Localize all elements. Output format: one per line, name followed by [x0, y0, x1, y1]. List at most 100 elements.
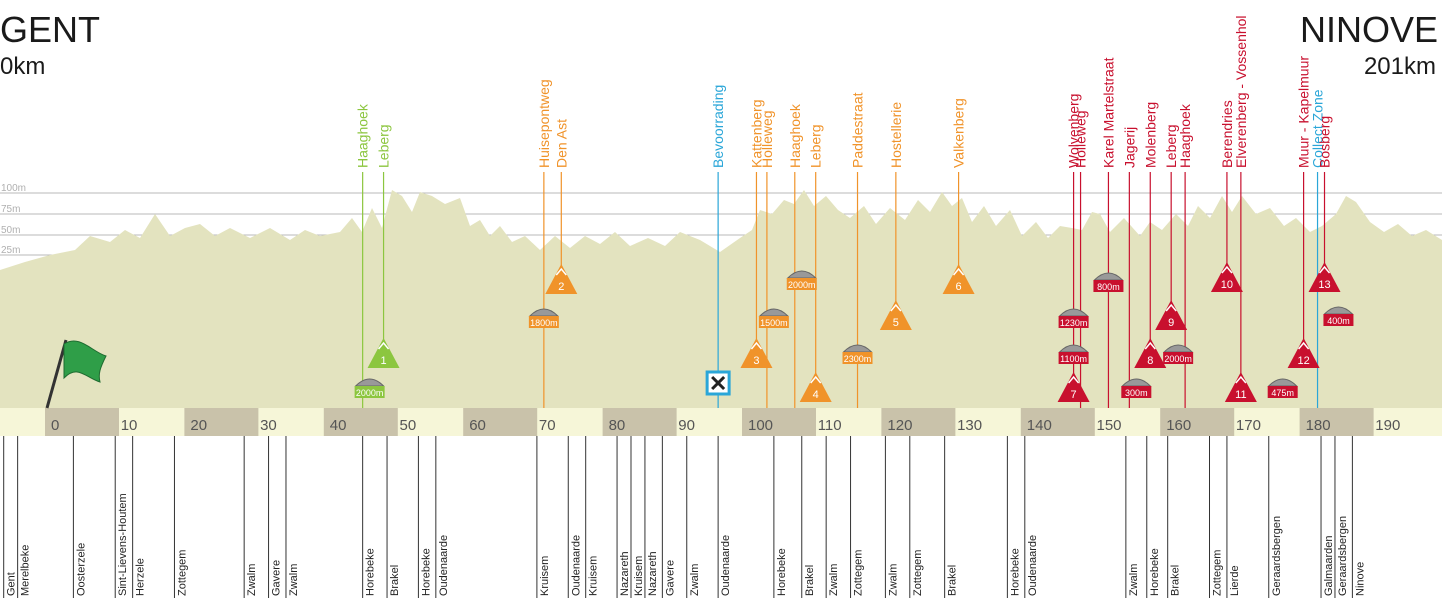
km-tick-label: 100 [748, 417, 773, 434]
cobbles-badge [528, 316, 559, 328]
town-name: Lierde [1229, 565, 1241, 596]
climb-name: Muur - Kapelmuur [1296, 56, 1312, 168]
climb-name: Kattenberg [748, 100, 764, 169]
climb-number: 12 [1297, 355, 1309, 367]
sector-name: Haaghoek [787, 103, 803, 168]
town-name: Galmaarden [1323, 535, 1335, 596]
start-distance: 0km [0, 53, 46, 80]
cobbles-icon [1093, 272, 1124, 281]
mountain-peak-icon [750, 341, 763, 350]
town-name: Brakel [947, 565, 959, 596]
km-tick-label: 30 [260, 417, 277, 434]
altitude-label: 50m [1, 225, 20, 236]
town-name: Oudenaarde [570, 535, 582, 596]
km-axis-shade [323, 408, 398, 436]
town-name: Kruisem [539, 556, 551, 596]
town-name: Gavere [271, 560, 283, 596]
climb-icon [1057, 372, 1090, 402]
cobbles-badge [1121, 386, 1152, 398]
town-name: Geraardsbergen [1271, 516, 1283, 596]
town-name: Nazareth [619, 551, 631, 596]
climb-number: 6 [956, 281, 962, 293]
cobbles-length: 2000m [356, 388, 384, 398]
mountain-peak-icon [1165, 303, 1177, 312]
cobbles-length: 1500m [760, 318, 788, 328]
km-axis-shade [45, 408, 119, 436]
cobbles-badge [1093, 280, 1124, 292]
town-name: Horebeke [1009, 548, 1021, 596]
climb-icon [1287, 338, 1320, 368]
sector-name: Haaghoek [1177, 103, 1193, 168]
town-name: Zwalm [828, 564, 840, 596]
town-name: Zwalm [887, 564, 899, 596]
cobbles-icon [1323, 306, 1354, 315]
km-tick-label: 50 [400, 417, 417, 434]
km-axis-shade [602, 408, 677, 436]
km-tick-label: 20 [190, 417, 207, 434]
climb-icon [545, 264, 578, 294]
climb-name: Leberg [376, 124, 392, 168]
km-axis-shade [184, 408, 259, 436]
mountain-peak-icon [890, 303, 902, 312]
cobbles-length: 800m [1097, 282, 1120, 292]
cobbles-icon [1267, 378, 1298, 387]
town-name: Herzele [135, 558, 147, 596]
climb-number: 3 [753, 355, 759, 367]
cobbles-length: 2300m [844, 354, 872, 364]
km-tick-label: 40 [330, 417, 347, 434]
start-flag-icon [63, 340, 107, 383]
cobbles-icon [528, 308, 560, 317]
town-name: Kruisem [588, 556, 600, 596]
km-tick-label: 70 [539, 417, 556, 434]
km-axis-shade [463, 408, 538, 436]
cobbles-icon [842, 344, 873, 353]
climb-icon [740, 338, 773, 368]
cobbles-icon [1058, 308, 1089, 317]
mountain-peak-icon [810, 375, 822, 384]
town-name: Ninove [1354, 562, 1366, 596]
cutlery-icon [711, 375, 726, 391]
town-name: Horebeke [365, 548, 377, 596]
climb-icon [1210, 262, 1243, 292]
cobbles-badge [1163, 352, 1194, 364]
town-name: Zwalm [1128, 564, 1140, 596]
climb-number: 4 [813, 389, 819, 401]
km-tick-label: 150 [1097, 417, 1122, 434]
cobbles-badge [1058, 316, 1089, 328]
feed-zone-name: Bevoorrading [710, 85, 726, 168]
cobbles-icon [1121, 378, 1152, 387]
km-tick-label: 60 [469, 417, 486, 434]
cobbles-badge [1267, 386, 1298, 398]
climb-number: 5 [893, 317, 899, 329]
km-tick-label: 10 [121, 417, 138, 434]
cobbles-length: 475m [1271, 388, 1294, 398]
town-name: Zottegem [912, 550, 924, 596]
climb-name: Molenberg [1142, 102, 1158, 168]
cobbles-badge [758, 316, 789, 328]
km-tick-label: 90 [678, 417, 695, 434]
start-flag-pole [45, 339, 68, 409]
town-name: Oudenaarde [1027, 535, 1039, 596]
town-name: Sint-Lievens-Houtem [117, 493, 129, 596]
climb-number: 11 [1235, 389, 1246, 401]
climb-icon [942, 264, 975, 294]
climb-number: 10 [1221, 279, 1233, 291]
sector-name: Jagerij [1121, 127, 1137, 168]
town-name: Gent [6, 572, 18, 596]
cobbles-length: 400m [1327, 316, 1350, 326]
town-name: Horebeke [420, 548, 432, 596]
altitude-label: 25m [1, 245, 20, 256]
town-name: Merelbeke [20, 545, 32, 596]
sector-name: Huisepontweg [536, 79, 552, 168]
cobbles-badge [842, 352, 873, 364]
town-name: Brakel [804, 565, 816, 596]
mountain-peak-icon [377, 341, 390, 350]
climb-name: Den Ast [553, 119, 569, 168]
town-name: Horebeke [776, 548, 788, 596]
climb-number: 8 [1147, 355, 1153, 367]
km-tick-label: 120 [887, 417, 912, 434]
climb-number: 9 [1168, 317, 1174, 329]
sector-name: Holleweg [759, 110, 775, 168]
